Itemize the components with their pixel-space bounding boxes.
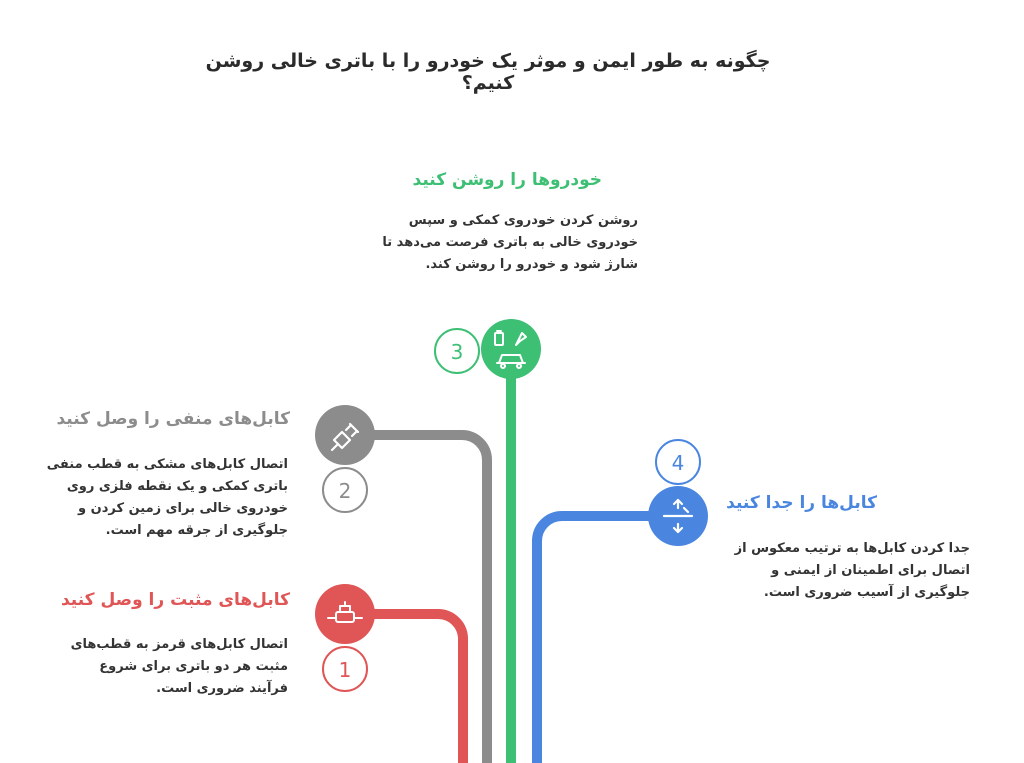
- step-2-title: کابل‌های منفی را وصل کنید: [56, 409, 290, 429]
- step-2-description: اتصال کابل‌های مشکی به قطب منفی باتری کم…: [46, 457, 288, 538]
- step-3-number: 3: [451, 340, 464, 364]
- step-1-number-circle: [322, 646, 368, 692]
- split-arrows-icon: [648, 486, 708, 546]
- step-4-number-circle: [655, 439, 701, 485]
- step-4-description: جدا کردن کابل‌ها به ترتیب معکوس از اتصال…: [734, 541, 970, 600]
- step-1-description: اتصال کابل‌های قرمز به قطب‌های مثبت هر د…: [70, 637, 288, 696]
- step-2-number-circle: [322, 467, 368, 513]
- step-3-title: خودروها را روشن کنید: [412, 170, 602, 190]
- step-3-description: روشن کردن خودروی کمکی و سپس خودروی خالی …: [382, 213, 638, 272]
- positive-cable-connector-icon: [315, 584, 375, 644]
- step-2-connector-line: [345, 430, 492, 763]
- step-3-number-circle: [434, 328, 480, 374]
- step-2-number: 2: [339, 479, 352, 503]
- step-4-connector-line: [532, 511, 678, 763]
- step-4-title: کابل‌ها را جدا کنید: [726, 493, 877, 513]
- step-1-connector-line: [345, 609, 468, 763]
- page-title: چگونه به طور ایمن و موثر یک خودرو را با …: [205, 50, 771, 94]
- step-4-number: 4: [672, 451, 685, 475]
- step-1-number: 1: [339, 658, 352, 682]
- plug-icon: [315, 405, 375, 465]
- car-battery-charging-icon: [481, 319, 541, 379]
- step-1-title: کابل‌های مثبت را وصل کنید: [60, 590, 290, 610]
